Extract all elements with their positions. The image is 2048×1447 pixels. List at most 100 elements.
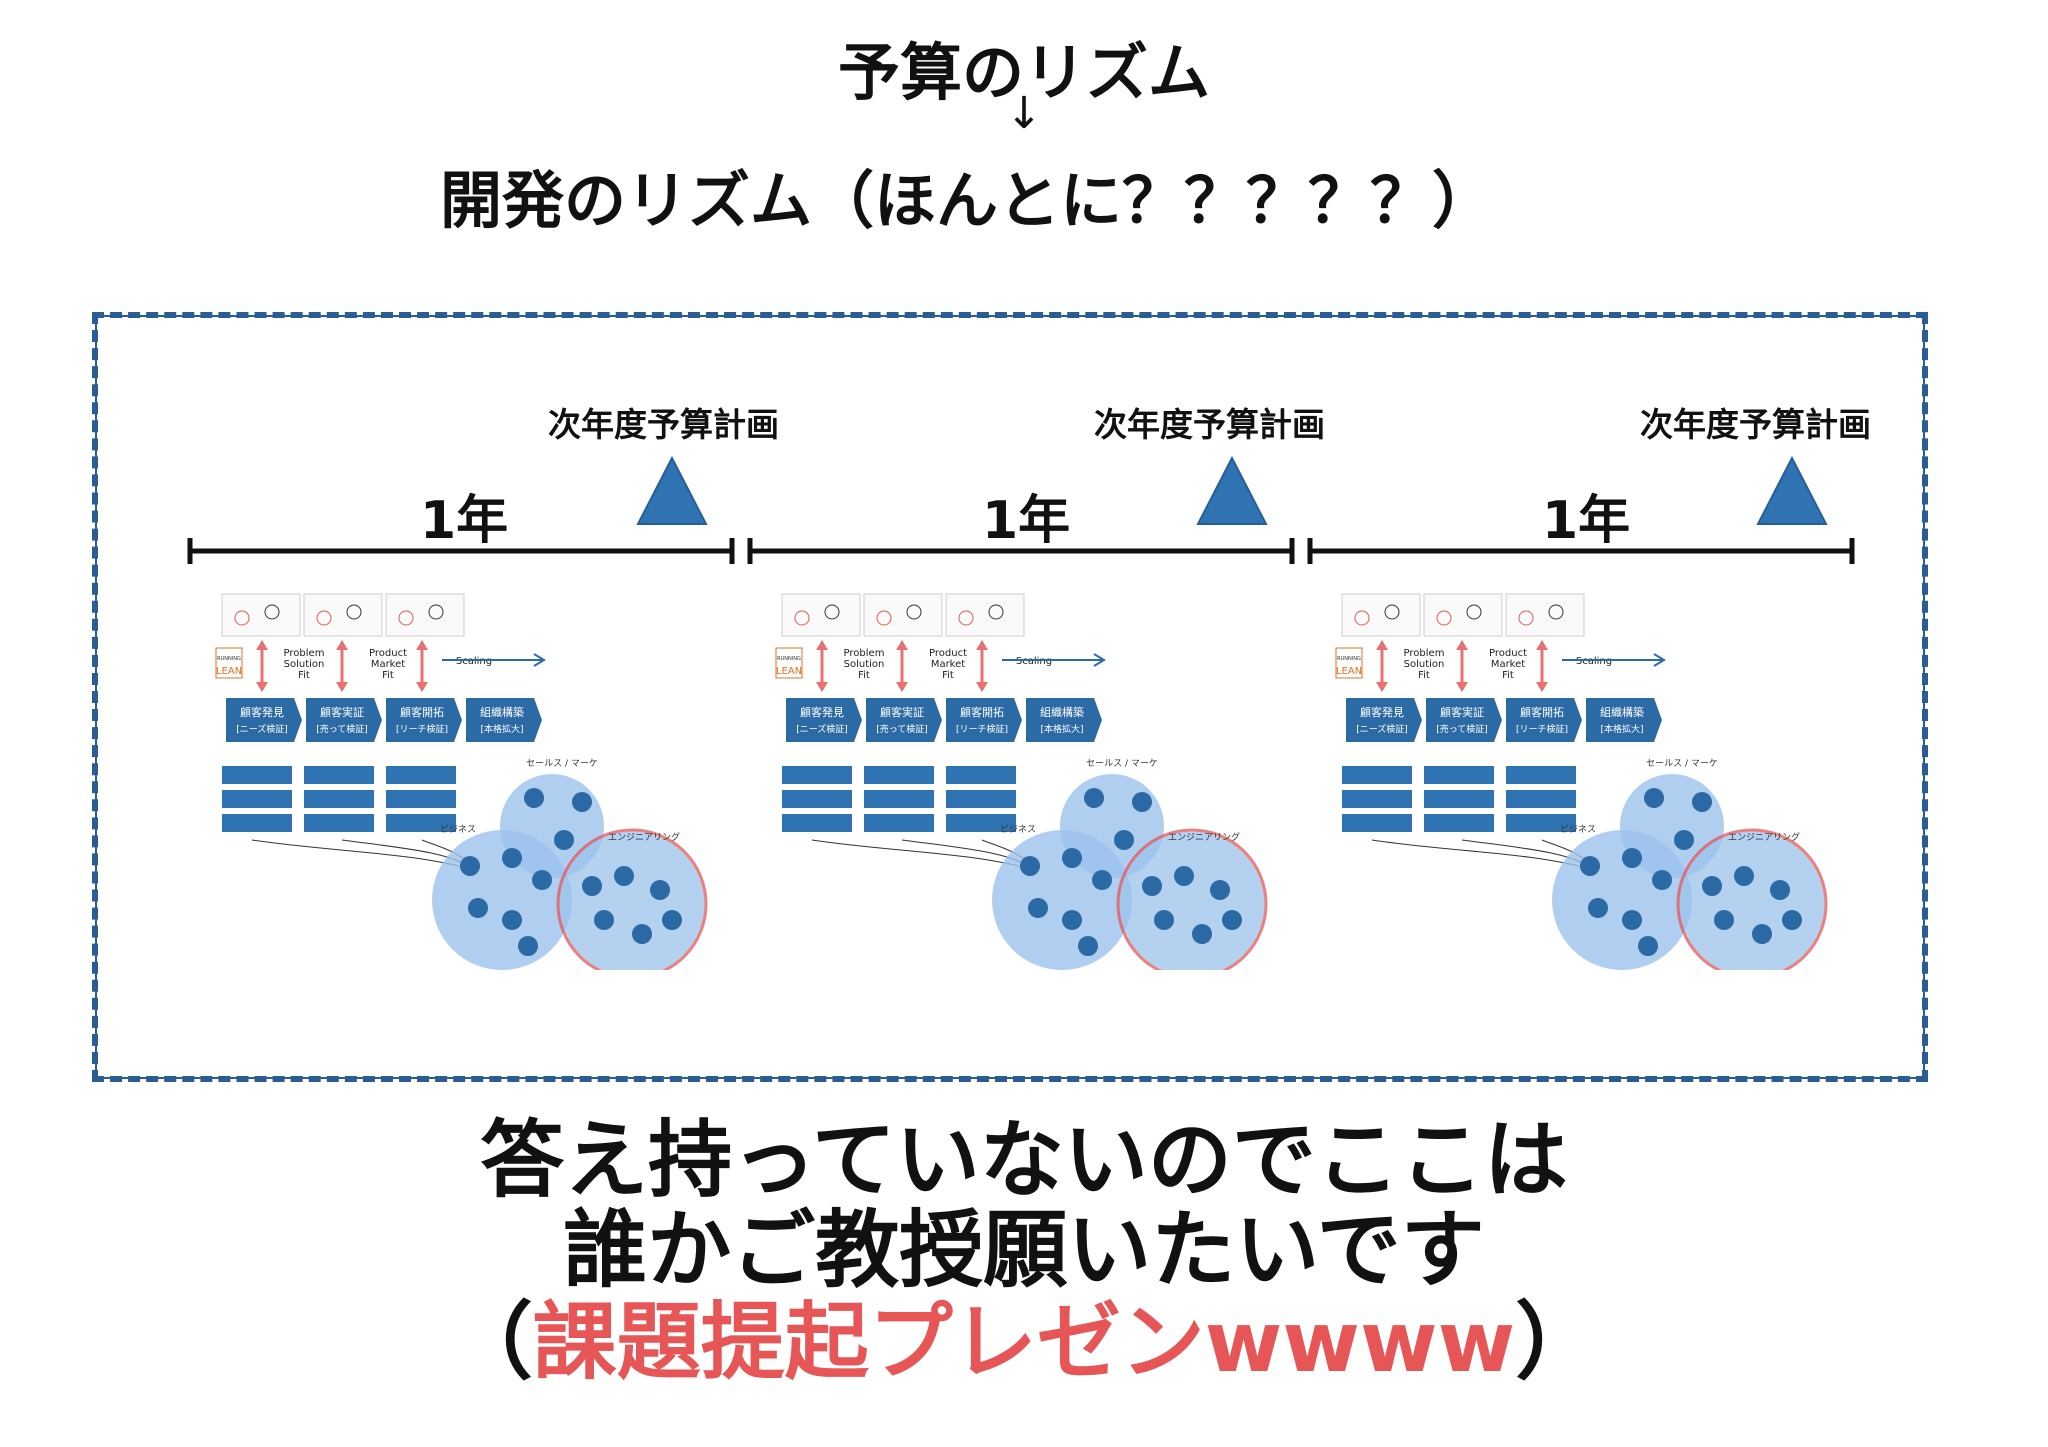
phase-label: Scaling: [1576, 656, 1612, 667]
phase-box: 組織構築[本格拡大]: [1026, 698, 1102, 742]
phase-box-title: 顧客発見: [1360, 705, 1404, 719]
phase-box-title: 組織構築: [1600, 705, 1644, 719]
budget-label-1: 次年度予算計画: [548, 405, 779, 444]
note-box: [946, 814, 1016, 832]
phase-label: Fit: [858, 670, 870, 681]
flow-node: [1132, 792, 1152, 812]
arrow-head: [976, 682, 988, 692]
mini-sheet-mark: [794, 610, 810, 626]
phase-box-title: 顧客実証: [1440, 705, 1484, 719]
phase-label: Solution: [844, 659, 885, 670]
year-label-2: 1年: [982, 491, 1071, 551]
business-circle: [992, 830, 1132, 970]
arrow-head: [1536, 682, 1548, 692]
arrow-head: [416, 682, 428, 692]
mini-sheet: [385, 593, 465, 637]
phase-label: Fit: [1502, 670, 1514, 681]
phase-box-shape: [1426, 698, 1502, 742]
arrow-head: [336, 640, 348, 650]
flow-node: [1580, 856, 1600, 876]
mini-sheet-mark: [876, 610, 892, 626]
phase-box: 顧客実証[売って検証]: [306, 698, 382, 742]
phase-box-sub: [リーチ検証]: [956, 723, 1008, 735]
mini-sheet-mark: [988, 604, 1004, 620]
phase-box-shape: [466, 698, 542, 742]
business-circle: [1552, 830, 1692, 970]
mini-sheet: [303, 593, 383, 637]
lean-diagram-thumbnail-3: RUNNINGLEANProblemSolutionFitProductMark…: [1335, 593, 1828, 970]
phase-label: Solution: [1404, 659, 1445, 670]
flow-node: [582, 876, 602, 896]
phase-label: Product: [929, 648, 967, 659]
mini-sheet-mark: [1436, 610, 1452, 626]
note-box: [1506, 790, 1576, 808]
scaling-arrow-head: [1653, 653, 1666, 667]
phase-label: Fit: [942, 670, 954, 681]
phase-box-shape: [946, 698, 1022, 742]
flow-node: [572, 792, 592, 812]
phase-box-shape: [1586, 698, 1662, 742]
phase-box-shape: [786, 698, 862, 742]
footer-line-3: （課題提起プレゼンwwww）: [0, 1300, 2048, 1384]
phase-label: Fit: [382, 670, 394, 681]
mini-sheet: [945, 593, 1025, 637]
mini-sheet-mark: [234, 610, 250, 626]
note-box: [386, 766, 456, 784]
note-box: [1342, 790, 1412, 808]
phase-box-sub: [リーチ検証]: [396, 723, 448, 735]
mini-sheet: [221, 593, 301, 637]
engineering-label: エンジニアリング: [1168, 831, 1240, 843]
phase-label: Scaling: [1016, 656, 1052, 667]
flow-node: [1028, 898, 1048, 918]
flow-node: [1734, 866, 1754, 886]
arrow-head: [896, 682, 908, 692]
mini-sheet-mark: [1384, 604, 1400, 620]
triangle-marker-2: [1196, 455, 1268, 525]
year-span-bar: [187, 538, 1855, 564]
mini-sheet-mark: [1548, 604, 1564, 620]
budget-label-2: 次年度予算計画: [1094, 405, 1325, 444]
phase-box: 顧客開拓[リーチ検証]: [946, 698, 1022, 742]
phase-box: 顧客実証[売って検証]: [866, 698, 942, 742]
phase-label: Market: [931, 659, 965, 670]
mini-sheet-frame: [781, 593, 861, 637]
phase-box-title: 顧客発見: [800, 705, 844, 719]
flow-node: [1644, 788, 1664, 808]
arrow-head: [816, 640, 828, 650]
phase-label: Fit: [298, 670, 310, 681]
phase-label: Problem: [1404, 648, 1445, 659]
mini-sheet: [781, 593, 861, 637]
flow-node: [460, 856, 480, 876]
note-box: [304, 814, 374, 832]
logo-text-lean: LEAN: [216, 666, 242, 677]
phase-label: Scaling: [456, 656, 492, 667]
phase-box-title: 顧客開拓: [400, 705, 444, 719]
phase-box-shape: [386, 698, 462, 742]
year-label-1: 1年: [420, 491, 509, 551]
phase-box: 顧客実証[売って検証]: [1426, 698, 1502, 742]
flow-node: [1142, 876, 1162, 896]
phase-label: Product: [369, 648, 407, 659]
engineering-circle: [1676, 828, 1828, 970]
note-box: [864, 766, 934, 784]
flow-node: [1770, 880, 1790, 900]
phase-box-shape: [226, 698, 302, 742]
arrow-head: [1376, 640, 1388, 650]
phase-label: Product: [1489, 648, 1527, 659]
phase-box-shape: [306, 698, 382, 742]
mini-sheet-mark: [264, 604, 280, 620]
flow-node: [632, 924, 652, 944]
flow-node: [1674, 830, 1694, 850]
phase-box-title: 顧客実証: [320, 705, 364, 719]
logo-text-running: RUNNING: [217, 656, 241, 662]
flow-node: [1702, 876, 1722, 896]
footer-paren-open: （: [448, 1293, 533, 1391]
note-box: [946, 766, 1016, 784]
arrow-head: [1456, 682, 1468, 692]
note-box: [1506, 766, 1576, 784]
phase-label: Problem: [844, 648, 885, 659]
mini-sheet-mark: [1466, 604, 1482, 620]
scaling-arrow-head: [1093, 653, 1106, 667]
note-box: [782, 790, 852, 808]
sales-label: セールス / マーケ: [526, 758, 598, 769]
